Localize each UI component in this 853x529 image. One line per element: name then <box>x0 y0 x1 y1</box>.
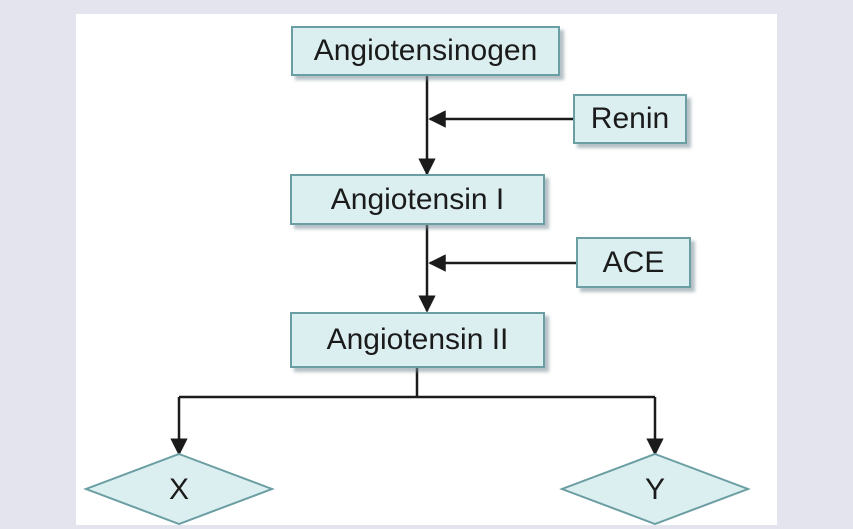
node-angiotensin-ii: Angiotensin II <box>290 312 545 368</box>
diagram-connectors <box>83 74 751 525</box>
diamond-x <box>83 452 275 525</box>
node-y-label: Y <box>644 473 666 506</box>
diamond-y <box>559 452 751 525</box>
node-angiotensinogen: Angiotensinogen <box>291 26 560 76</box>
diagram-panel: Angiotensinogen Renin Angiotensin I ACE … <box>76 14 777 525</box>
node-ace: ACE <box>576 237 691 288</box>
node-x-label: X <box>168 473 190 506</box>
node-angiotensin-i: Angiotensin I <box>290 174 545 225</box>
node-renin: Renin <box>573 94 687 144</box>
